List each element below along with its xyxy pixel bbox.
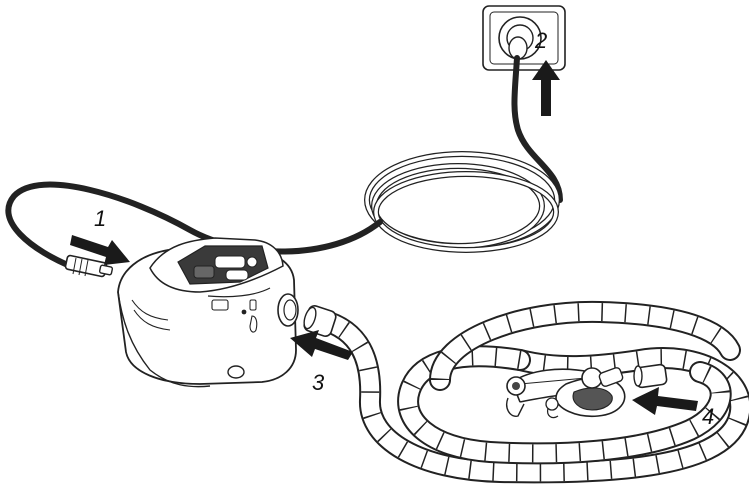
cord-connector <box>64 254 114 278</box>
arrow-4 <box>632 387 698 415</box>
step-number-1: 1 <box>94 206 106 231</box>
cord-coil <box>364 151 560 253</box>
air-outlet-port <box>277 293 299 327</box>
nasal-mask <box>506 367 626 419</box>
arrow-1 <box>70 235 130 265</box>
air-tubing <box>303 300 749 484</box>
arrow-3 <box>290 330 353 360</box>
tubing-cuff-device-end <box>303 305 337 337</box>
step-number-4: 4 <box>702 404 714 429</box>
power-cord <box>5 55 563 278</box>
cpap-device <box>117 237 299 388</box>
step-number-2: 2 <box>534 28 547 53</box>
arrow-2 <box>532 60 560 116</box>
wall-outlet <box>482 5 566 71</box>
step-number-3: 3 <box>312 370 325 395</box>
tubing-cuff-mask-end <box>633 363 668 389</box>
control-panel <box>177 245 269 285</box>
